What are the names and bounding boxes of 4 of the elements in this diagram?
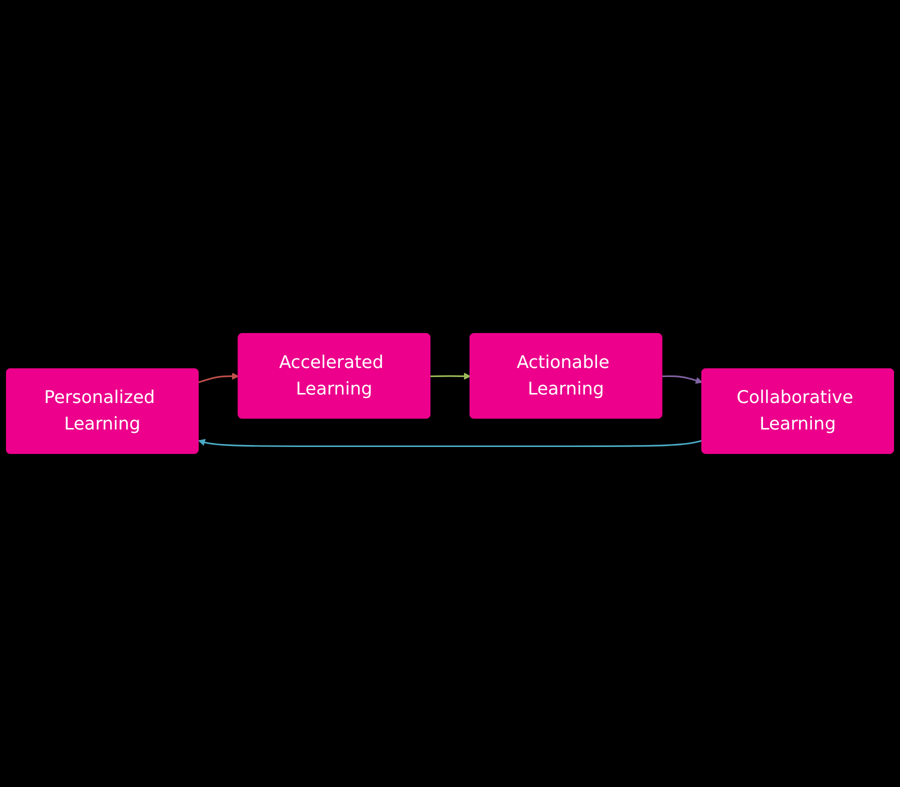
arrow xyxy=(198,438,702,448)
arrow xyxy=(662,375,702,384)
arrow xyxy=(198,372,239,384)
arrow xyxy=(430,372,471,380)
